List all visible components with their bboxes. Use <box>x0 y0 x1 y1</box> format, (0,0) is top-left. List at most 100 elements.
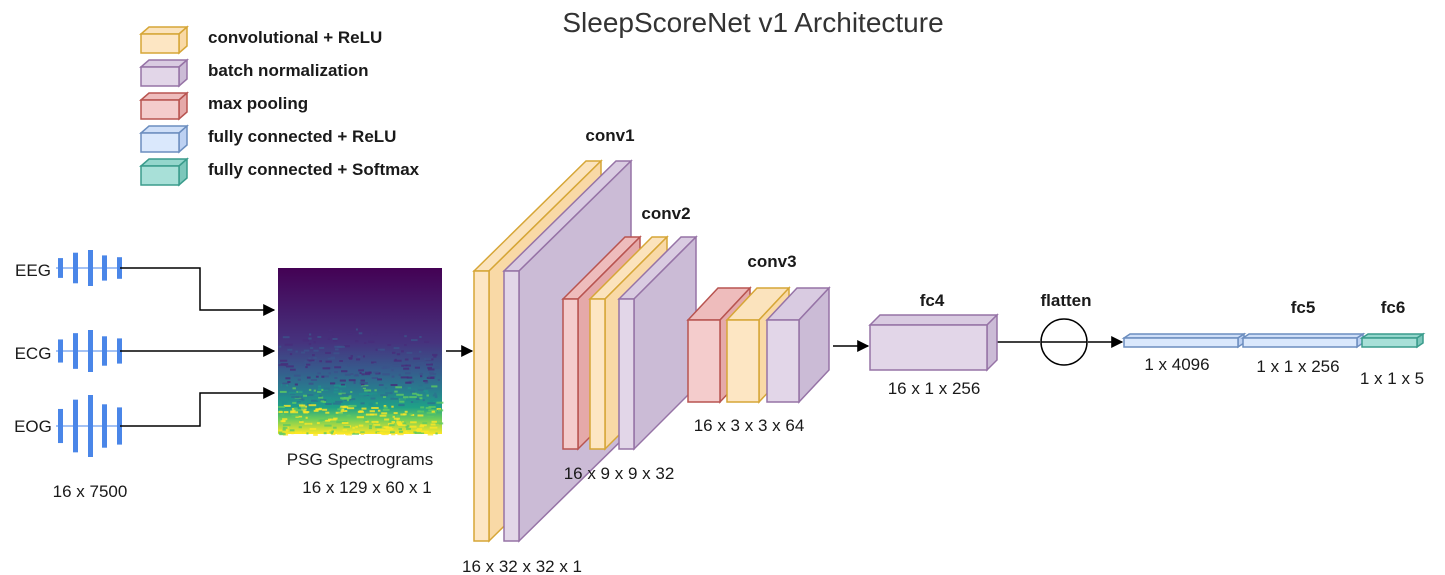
spectrogram-speckle <box>371 420 379 423</box>
spectrogram-speckle <box>329 430 334 433</box>
spectrogram-speckle <box>381 412 388 415</box>
spectrogram-speckle <box>278 430 283 433</box>
signal-connectors <box>120 267 276 427</box>
spectrogram-speckle <box>278 411 283 413</box>
spectrogram-speckle <box>373 333 378 336</box>
spectrogram-speckle <box>360 382 368 384</box>
spectrogram-speckle <box>428 409 435 412</box>
fc5-label: fc5 <box>1291 298 1316 317</box>
spectrogram-speckle <box>332 335 335 338</box>
spectrogram-speckle <box>280 359 288 362</box>
spectrogram-speckle <box>308 337 312 340</box>
spectrogram-speckle <box>339 379 346 382</box>
spectrogram-speckle <box>400 413 406 416</box>
spectrogram-speckle <box>355 340 359 343</box>
spectrogram-speckle <box>327 337 330 340</box>
spectrogram-speckle <box>373 362 377 365</box>
spectrogram-speckle <box>328 429 332 432</box>
spectrogram-speckle <box>374 389 377 392</box>
conv1-conv-relu-block-front-face <box>473 270 490 542</box>
spectrogram-speckle <box>429 373 437 376</box>
spectrogram-speckle <box>282 418 288 421</box>
spectrogram-speckle <box>393 412 398 415</box>
spectrogram-speckle <box>364 389 372 392</box>
legend-swatch-pool <box>139 91 189 121</box>
spectrogram-speckle <box>310 379 317 381</box>
spectrogram-speckle <box>406 351 413 354</box>
spectrogram-speckle <box>424 381 429 384</box>
spectrogram-speckle <box>395 386 402 389</box>
spectrogram-speckle <box>410 421 417 424</box>
spectrogram-speckle <box>417 394 423 397</box>
spectrogram-speckle <box>400 385 406 388</box>
spectrogram-speckle <box>339 406 343 409</box>
spectrogram-speckle <box>385 397 391 400</box>
spectrogram-speckle <box>400 398 405 401</box>
spectrogram-speckle <box>382 429 391 432</box>
spectrogram-speckle <box>392 364 401 367</box>
spectrogram-speckle <box>332 338 338 340</box>
spectrogram-speckle <box>421 432 425 434</box>
spectrogram-speckle <box>361 373 365 376</box>
spectrogram-speckle <box>328 372 331 375</box>
spectrogram-speckle <box>298 426 302 429</box>
spectrogram-speckle <box>369 425 372 427</box>
fc6-label: fc6 <box>1381 298 1406 317</box>
spectrogram-speckle <box>301 404 306 407</box>
spectrogram-speckle <box>306 363 311 366</box>
spectrogram-speckle <box>377 428 384 431</box>
legend-label-conv: convolutional + ReLU <box>208 28 382 47</box>
spectrogram-speckle <box>415 398 420 401</box>
spectrogram-speckle <box>390 428 394 430</box>
spectrogram-speckle <box>291 407 295 410</box>
spectrogram-speckle <box>396 353 401 356</box>
spectrogram-speckle <box>343 420 348 423</box>
spectrogram-speckle <box>311 399 319 402</box>
legend-swatch-pool-front-face <box>140 99 180 120</box>
spectrogram-speckle <box>391 433 396 436</box>
spectrogram-speckle <box>387 344 392 346</box>
spectrogram-speckle <box>315 375 319 378</box>
spectrogram-speckle <box>402 422 407 425</box>
spectrogram-speckle <box>391 375 395 378</box>
spectrogram-speckle <box>370 397 376 400</box>
fc4-batchnorm-block-front-face <box>869 324 988 371</box>
spectrogram-speckle <box>292 401 297 404</box>
spectrogram-speckle <box>282 426 288 429</box>
spectrogram-speckle <box>407 424 410 427</box>
spectrogram-speckle <box>427 433 434 436</box>
spectrogram-speckle <box>294 431 303 434</box>
spectrogram-speckle <box>358 410 362 413</box>
spectrogram-speckle <box>342 429 348 432</box>
spectrogram-speckle <box>333 339 338 342</box>
spectrogram-speckle <box>354 431 359 434</box>
spectrogram-speckle <box>417 410 421 413</box>
spectrogram-speckle <box>283 424 291 427</box>
spectrogram-speckle <box>428 406 436 408</box>
spectrogram-speckle <box>432 353 438 356</box>
spectrogram-speckle <box>395 418 399 421</box>
conv3-batchnorm-block-front-face <box>766 319 800 403</box>
spectrogram-speckle <box>382 366 387 369</box>
spectrogram-speckle <box>375 402 378 405</box>
spectrogram-speckle <box>358 332 363 335</box>
spectrogram-speckle <box>319 419 325 422</box>
spectrogram-speckle <box>288 429 295 432</box>
spectrogram-speckle <box>291 414 299 417</box>
spectrogram-speckle <box>316 422 320 425</box>
spectrogram-speckle <box>286 429 290 432</box>
spectrogram-speckle <box>333 391 339 394</box>
spectrogram-speckle <box>327 415 331 418</box>
fc5-fully-connected-block <box>1240 332 1366 349</box>
spectrogram-speckle <box>293 374 301 377</box>
conv1-label: conv1 <box>585 126 634 145</box>
conv3-shape: 16 x 3 x 3 x 64 <box>694 416 805 435</box>
spectrogram-speckle <box>425 387 434 390</box>
spectrogram-speckle <box>419 336 422 338</box>
spectrogram-speckle <box>413 401 419 403</box>
legend-swatch-bn-front-face <box>140 66 180 87</box>
spectrogram-speckle <box>403 367 410 370</box>
spectrogram-speckle <box>323 388 329 391</box>
spectrogram-speckle <box>425 391 429 394</box>
spectrogram-speckle <box>339 390 343 393</box>
